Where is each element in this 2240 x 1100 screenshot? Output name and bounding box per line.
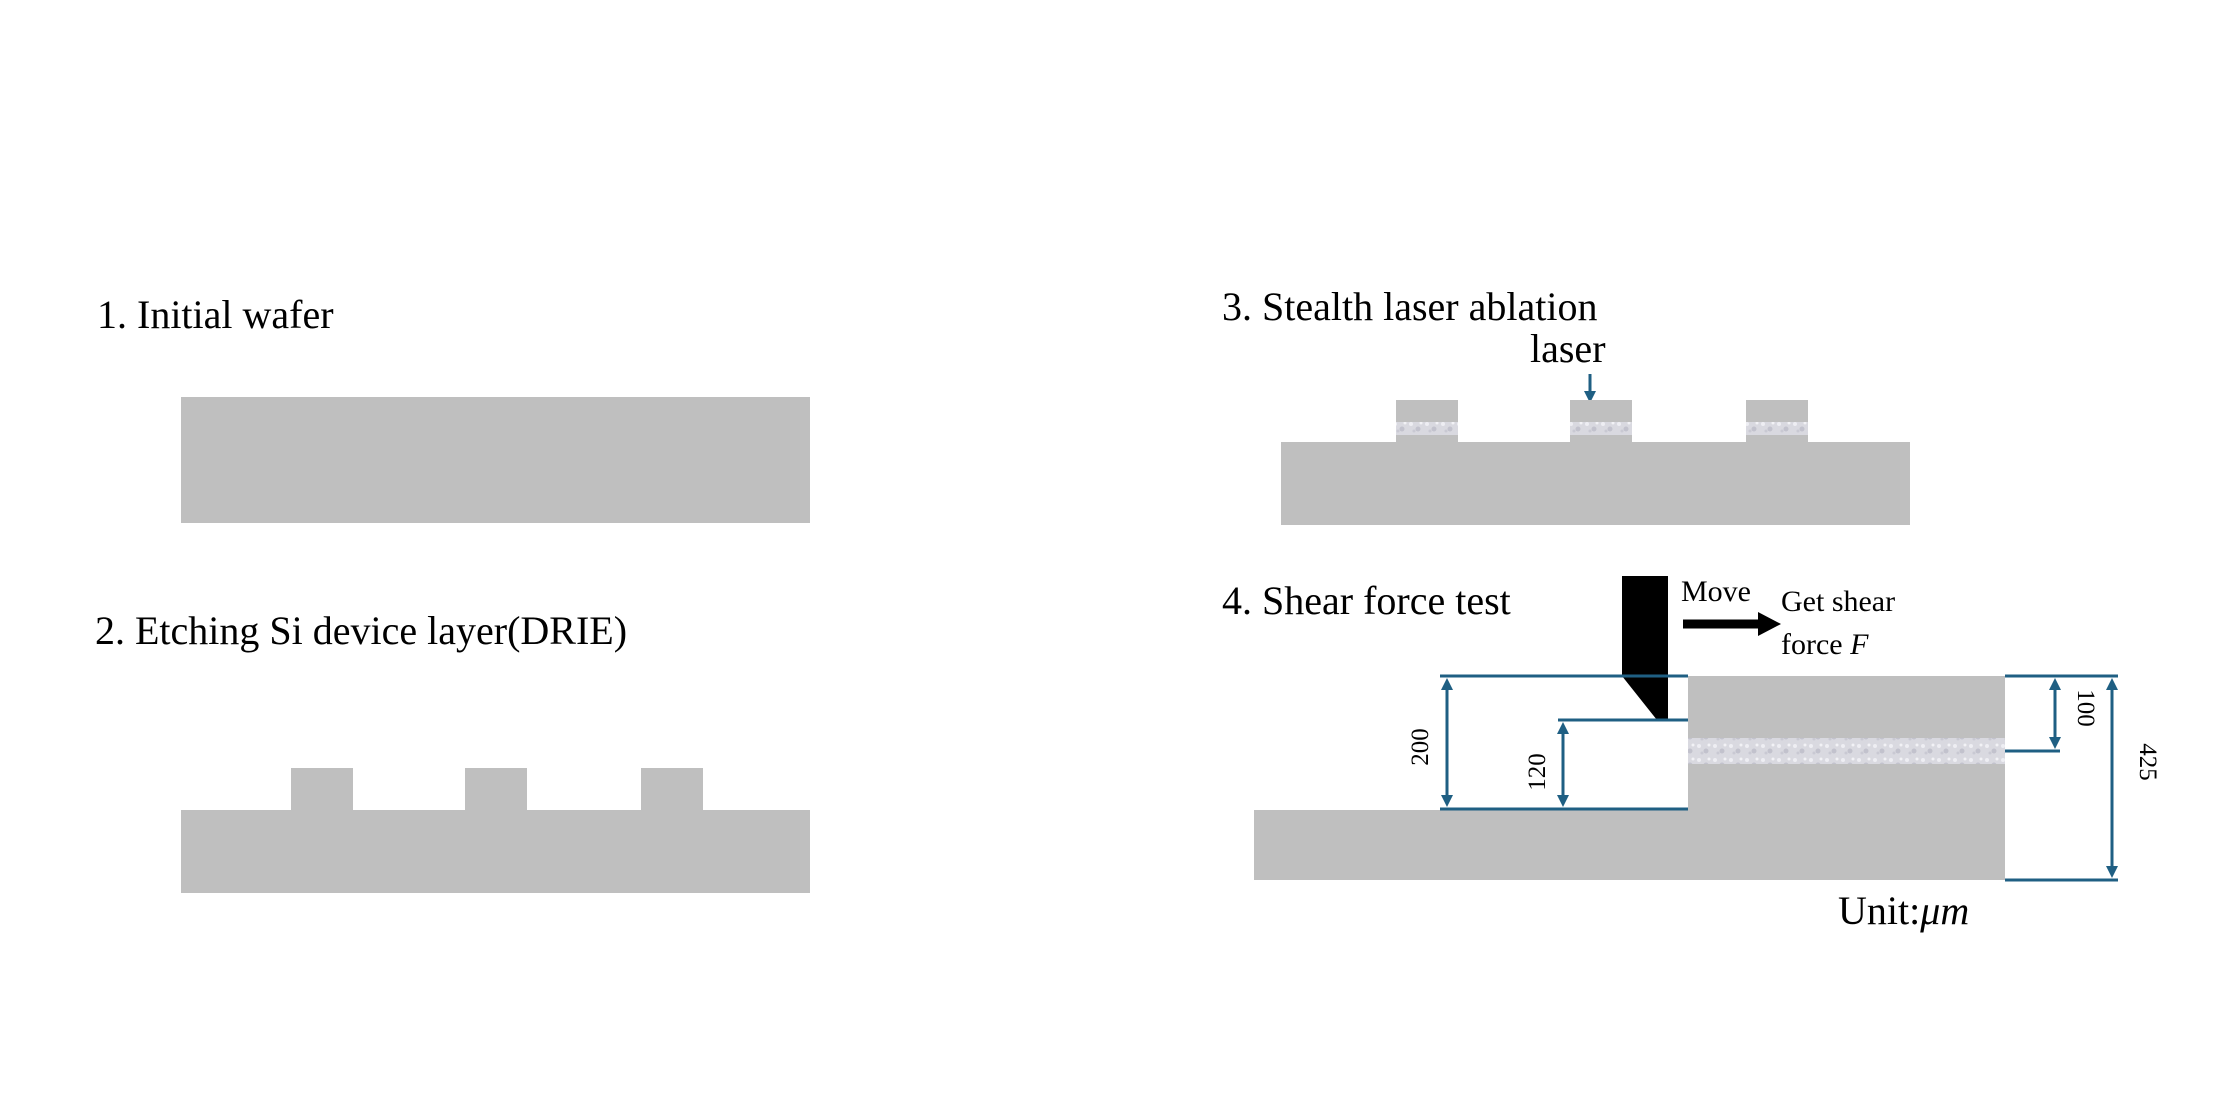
step-3-title: 3. Stealth laser ablation <box>1222 284 1597 329</box>
dim-100-label: 100 <box>2072 689 2099 727</box>
si-pillar <box>641 768 703 812</box>
etched-substrate <box>181 810 810 893</box>
si-pillar <box>465 768 527 812</box>
ablation-layer <box>1688 738 2005 764</box>
unit-label: Unit:μm <box>1838 888 1969 933</box>
ablated-pillar <box>1746 400 1808 444</box>
shear-tool-icon <box>1622 576 1668 720</box>
step-1-title: 1. Initial wafer <box>97 292 334 337</box>
si-pillar <box>291 768 353 812</box>
step-1: 1. Initial wafer <box>97 292 810 523</box>
get-shear-label: Get shear <box>1781 585 1895 618</box>
ablated-pillar <box>1396 400 1458 444</box>
dim-200-label: 200 <box>1407 728 1434 766</box>
move-label: Move <box>1681 575 1751 608</box>
step-2-title: 2. Etching Si device layer(DRIE) <box>95 608 627 653</box>
step-4: 4. Shear force test Move Get shear force… <box>1222 575 2161 933</box>
dim-425-label: 425 <box>2134 743 2161 781</box>
step-3: 3. Stealth laser ablation laser <box>1222 284 1910 525</box>
ablated-substrate <box>1281 442 1910 525</box>
step-4-title: 4. Shear force test <box>1222 578 1511 623</box>
laser-label: laser <box>1530 326 1606 371</box>
initial-wafer <box>181 397 810 523</box>
shear-substrate <box>1254 810 2005 880</box>
move-arrowhead-icon <box>1758 612 1781 636</box>
step-2: 2. Etching Si device layer(DRIE) <box>95 608 810 893</box>
force-label: force F <box>1781 628 1869 661</box>
dim-120-label: 120 <box>1524 753 1551 791</box>
ablated-pillar <box>1570 400 1632 444</box>
